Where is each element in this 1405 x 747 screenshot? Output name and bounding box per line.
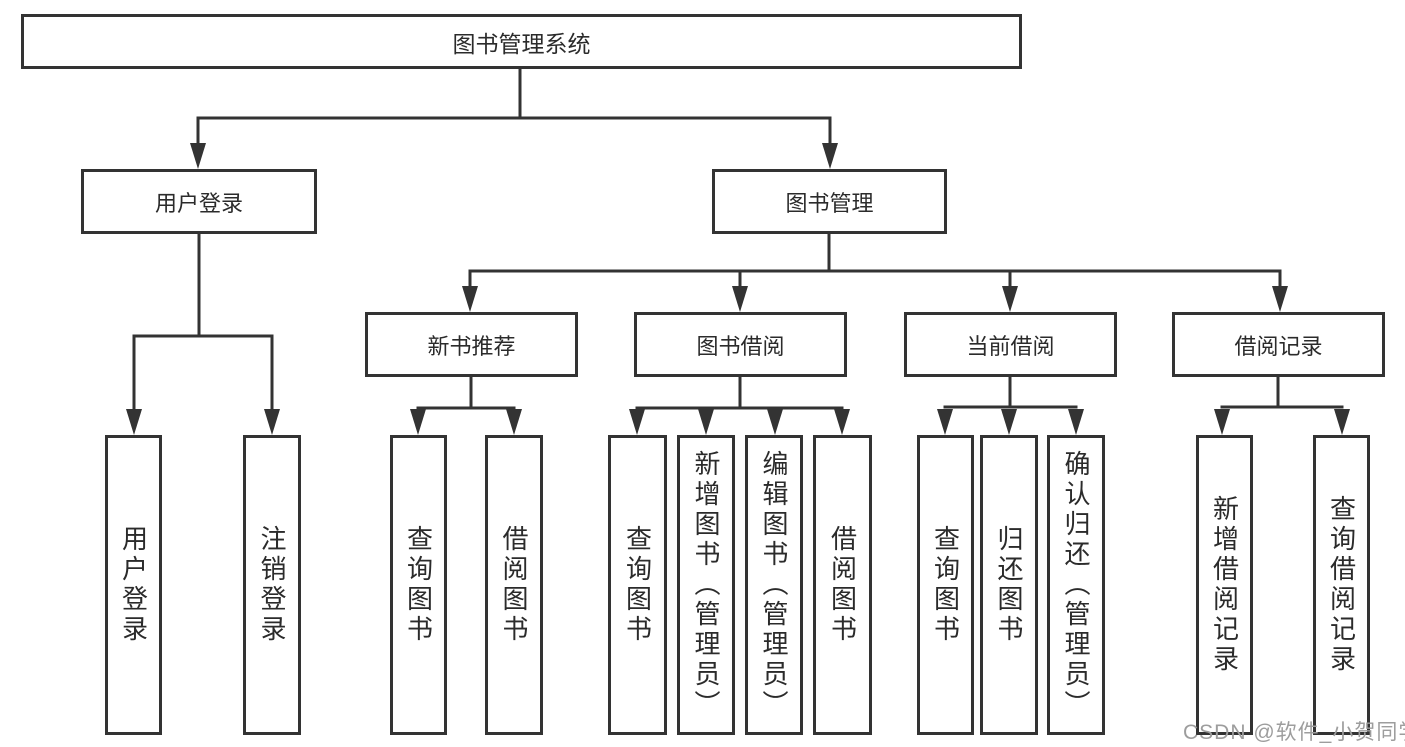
- leaf-confirm-return-admin-label: 确认归还（管理员）: [1061, 450, 1091, 720]
- watermark: CSDN @软件_小贺同学: [1183, 721, 1405, 744]
- node-new-book-recommend-label: 新书推荐: [427, 333, 516, 359]
- node-book-management: 图书管理: [712, 169, 947, 234]
- node-borrow-records: 借阅记录: [1172, 312, 1385, 377]
- leaf-user-login-label: 用户登录: [118, 525, 149, 645]
- leaf-confirm-return-admin: 确认归还（管理员）: [1047, 435, 1105, 735]
- node-current-borrow: 当前借阅: [904, 312, 1117, 377]
- node-book-borrow-label: 图书借阅: [696, 333, 785, 359]
- leaf-borrow-books-recommend-label: 借阅图书: [499, 525, 529, 645]
- leaf-borrow-books: 借阅图书: [813, 435, 872, 735]
- leaf-return-book-label: 归还图书: [994, 525, 1024, 645]
- leaf-add-book-admin: 新增图书（管理员）: [677, 435, 735, 735]
- node-new-book-recommend: 新书推荐: [365, 312, 578, 377]
- leaf-query-books-recommend-label: 查询图书: [403, 525, 434, 645]
- root-node: 图书管理系统: [21, 14, 1022, 69]
- node-user-login-label: 用户登录: [154, 190, 243, 216]
- leaf-query-borrow-record: 查询借阅记录: [1313, 435, 1370, 735]
- leaf-return-book: 归还图书: [980, 435, 1038, 735]
- node-user-login: 用户登录: [81, 169, 317, 234]
- leaf-borrow-books-recommend: 借阅图书: [485, 435, 543, 735]
- node-borrow-records-label: 借阅记录: [1234, 333, 1323, 359]
- node-book-borrow: 图书借阅: [634, 312, 847, 377]
- leaf-add-borrow-record-label: 新增借阅记录: [1209, 495, 1240, 675]
- leaf-user-login: 用户登录: [105, 435, 162, 735]
- leaf-query-borrow-record-label: 查询借阅记录: [1326, 495, 1357, 675]
- leaf-add-book-admin-label: 新增图书（管理员）: [691, 450, 721, 720]
- leaf-logout: 注销登录: [243, 435, 301, 735]
- leaf-logout-label: 注销登录: [257, 525, 287, 645]
- node-current-borrow-label: 当前借阅: [966, 333, 1055, 359]
- leaf-borrow-books-label: 借阅图书: [827, 525, 858, 645]
- leaf-query-books-current-label: 查询图书: [930, 525, 961, 645]
- leaf-edit-book-admin: 编辑图书（管理员）: [745, 435, 803, 735]
- leaf-query-books-current: 查询图书: [917, 435, 974, 735]
- leaf-query-books-borrow: 查询图书: [608, 435, 667, 735]
- leaf-query-books-borrow-label: 查询图书: [622, 525, 653, 645]
- root-node-label: 图书管理系统: [452, 30, 591, 57]
- node-book-management-label: 图书管理: [785, 190, 874, 216]
- leaf-add-borrow-record: 新增借阅记录: [1196, 435, 1253, 735]
- leaf-edit-book-admin-label: 编辑图书（管理员）: [759, 450, 789, 720]
- leaf-query-books-recommend: 查询图书: [390, 435, 447, 735]
